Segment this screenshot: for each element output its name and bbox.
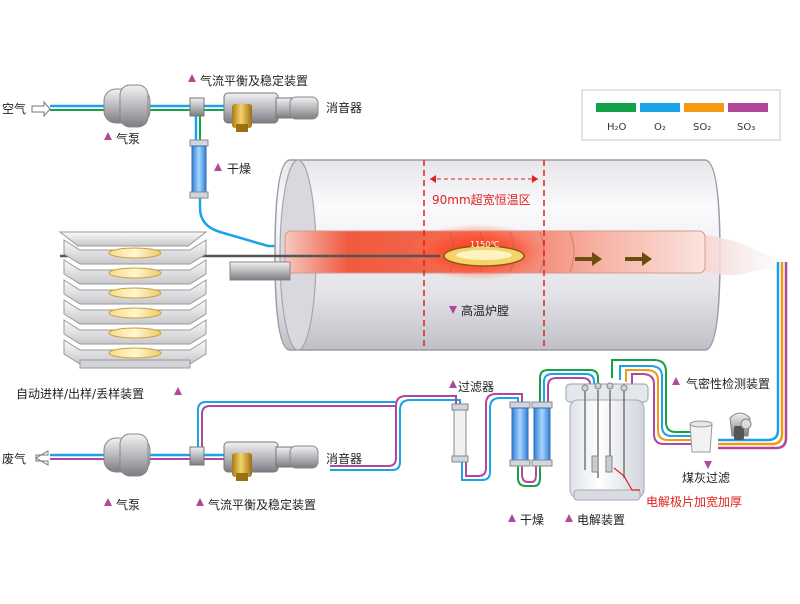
filter-label: 过滤器 [458, 380, 494, 394]
sample-boat [108, 287, 162, 299]
legend-label: O₂ [654, 122, 666, 133]
soot-filter-marker-icon [704, 461, 712, 469]
air-inlet-arrow-icon [31, 100, 51, 118]
dryer-marker-icon [508, 514, 516, 522]
legend-item-o2: O₂ [640, 103, 680, 133]
sample-boat [108, 347, 162, 359]
stabilizer-marker-icon [188, 74, 196, 82]
electrolysis-label: 电解装置 [577, 513, 625, 527]
hot-zone-markers [423, 160, 545, 350]
legend-swatch [640, 103, 680, 112]
hot-zone-label: 90mm超宽恒温区 [432, 192, 531, 207]
leak-check-device [729, 412, 752, 440]
temperature-label: 1150℃ [470, 240, 499, 249]
autosampler-label: 自动进样/出样/丢样装置 [16, 386, 144, 401]
sample-boat [108, 267, 162, 279]
stabilizer-top-label: 气流平衡及稳定装置 [200, 73, 308, 88]
legend-item-so2: SO₂ [684, 103, 724, 133]
flow-arrow-icon [625, 252, 652, 266]
sample-boat [108, 327, 162, 339]
filter [451, 403, 469, 463]
electrolysis-marker-icon [565, 514, 573, 522]
pump-marker-icon [104, 498, 112, 506]
bottom-pump [103, 433, 151, 477]
top-dryer [189, 139, 209, 199]
electrode-note: 电解极片加宽加厚 [646, 494, 742, 509]
bottom-dryer [509, 401, 553, 467]
filter-marker-icon [449, 380, 457, 388]
electrode-callout-line [613, 467, 640, 491]
pump-top-label: 气泵 [116, 131, 140, 146]
exhaust-label: 废气 [2, 451, 26, 466]
autosampler-marker-icon [174, 387, 182, 395]
soot-filter [689, 420, 713, 453]
sample-boat [108, 307, 162, 319]
autosampler [58, 231, 208, 369]
legend-label: SO₃ [737, 122, 755, 133]
leak-check-label: 气密性检测装置 [686, 376, 770, 391]
return-lines [50, 262, 788, 487]
leak-check-marker-icon [672, 377, 680, 385]
dryer-top-label: 干燥 [227, 162, 251, 176]
legend-swatch [596, 103, 636, 112]
soot-filter-label: 煤灰过滤 [682, 471, 730, 485]
furnace-label: 高温炉膛 [461, 303, 509, 318]
furnace-marker-icon [449, 306, 457, 314]
legend-swatch [728, 103, 768, 112]
legend-swatch [684, 103, 724, 112]
stabilizer-marker-icon [196, 498, 204, 506]
exhaust-arrow-icon [35, 450, 49, 466]
pump-marker-icon [104, 132, 112, 140]
legend: H₂O O₂ SO₂ SO₃ [581, 89, 781, 141]
flow-arrow-icon [575, 252, 602, 266]
muffler-bottom-label: 消音器 [326, 451, 362, 466]
top-air-line [50, 104, 288, 248]
air-label: 空气 [2, 101, 26, 116]
dryer-marker-icon [214, 163, 222, 171]
furnace [60, 159, 790, 351]
top-stabilizer [189, 92, 293, 132]
top-muffler [289, 96, 319, 120]
stabilizer-bottom-label: 气流平衡及稳定装置 [208, 497, 316, 512]
dryer-bottom-label: 干燥 [520, 513, 544, 527]
muffler-top-label: 消音器 [326, 100, 362, 115]
bottom-muffler [289, 445, 319, 469]
legend-label: SO₂ [693, 122, 711, 133]
bottom-stabilizer [189, 441, 293, 481]
top-pump [103, 84, 151, 128]
legend-item-h2o: H₂O [596, 103, 636, 133]
electrolysis-cell [565, 382, 649, 501]
legend-item-so3: SO₃ [728, 103, 768, 133]
legend-label: H₂O [607, 122, 627, 133]
pump-bottom-label: 气泵 [116, 497, 140, 512]
sample-boat [108, 247, 162, 259]
